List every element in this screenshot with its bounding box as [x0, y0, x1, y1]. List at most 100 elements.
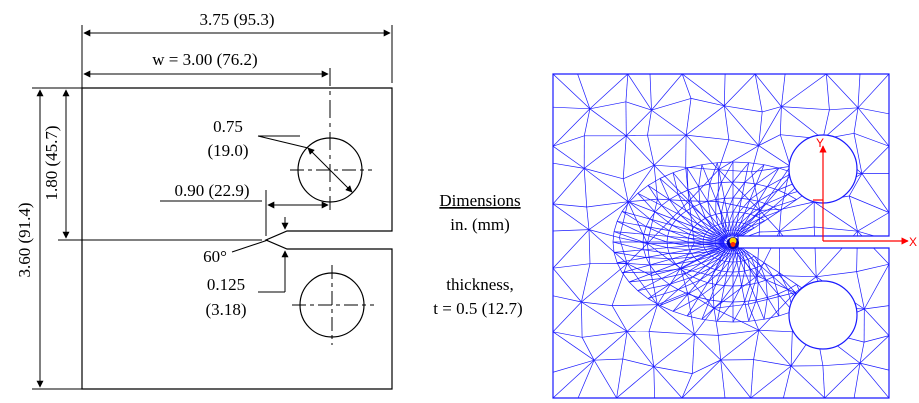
mesh-edge	[717, 301, 734, 322]
mesh-edge	[744, 162, 750, 183]
mesh-edge	[740, 212, 745, 223]
mesh-edge	[747, 259, 751, 270]
notes-block: Dimensions in. (mm) thickness, t = 0.5 (…	[433, 191, 522, 318]
mesh-edge	[758, 200, 767, 205]
mesh-edge	[781, 106, 830, 111]
mesh-edge	[651, 275, 658, 305]
mesh-edge	[726, 230, 729, 232]
mesh-edge	[721, 212, 726, 223]
mesh-edge	[720, 182, 725, 199]
mesh-edge	[787, 194, 797, 200]
hole-leader	[257, 135, 309, 149]
mesh-edge	[622, 178, 629, 202]
mesh-edge	[680, 268, 687, 274]
mesh-edge	[680, 214, 698, 225]
mesh-edge	[627, 164, 655, 202]
mesh-edge	[686, 272, 693, 278]
mesh-edge	[661, 278, 670, 285]
mesh-edge	[715, 271, 728, 285]
mesh-edge	[668, 253, 673, 259]
mesh-edge	[687, 315, 702, 320]
mesh-edge	[734, 222, 738, 231]
mesh-edge	[764, 164, 779, 169]
mesh-edge	[760, 265, 767, 281]
mesh-edge	[758, 186, 768, 202]
mesh-edge	[738, 271, 742, 286]
mesh-edge	[622, 264, 650, 273]
mesh-edge	[654, 164, 686, 168]
mesh-edge	[645, 257, 651, 266]
mesh-edge	[588, 201, 629, 230]
mesh-edge	[698, 164, 703, 187]
mesh-edge	[675, 219, 692, 231]
mesh-edge	[861, 145, 889, 174]
mesh-edge	[749, 269, 759, 283]
mesh-edge	[687, 282, 708, 295]
mesh-edge	[825, 74, 830, 110]
mesh-edge	[716, 162, 722, 183]
mesh-edge	[740, 261, 745, 272]
mesh-edge	[671, 256, 695, 260]
mesh-edge	[678, 289, 689, 295]
mesh-edge	[621, 201, 630, 212]
mesh-edge	[760, 265, 774, 278]
mesh-edge	[659, 172, 674, 179]
mesh-edge	[667, 235, 689, 239]
mesh-edge	[581, 301, 583, 338]
mesh-edge	[646, 253, 670, 258]
mesh-edge	[853, 133, 863, 174]
mesh-edge	[672, 172, 679, 195]
mesh-edge	[657, 198, 690, 202]
mesh-edge	[694, 308, 715, 335]
mesh-edge	[705, 249, 708, 253]
mesh-edge	[647, 110, 652, 136]
mesh-edge	[703, 236, 716, 240]
mesh-edge	[643, 249, 647, 258]
mesh-edge	[680, 267, 715, 309]
mesh-edge	[744, 201, 759, 214]
mesh-edge	[637, 290, 649, 299]
mesh-edge	[864, 305, 889, 310]
mesh-edge	[627, 74, 652, 111]
mesh-edge	[647, 289, 679, 299]
mesh-edge	[744, 299, 757, 302]
mesh-edge	[721, 211, 728, 214]
mesh-edge	[732, 182, 745, 199]
mesh-edge	[688, 245, 690, 250]
mesh-edge	[701, 301, 722, 320]
mesh-edge	[741, 252, 749, 260]
mesh-edge	[724, 271, 734, 286]
mesh-edge	[685, 166, 719, 171]
mesh-edge	[737, 253, 742, 262]
mesh-edge	[691, 251, 708, 254]
mesh-edge	[628, 201, 656, 213]
mesh-edge	[748, 299, 757, 322]
mesh-edge	[694, 333, 719, 336]
mesh-edge	[790, 331, 793, 367]
mesh-edge	[756, 297, 768, 301]
mesh-edge	[654, 271, 662, 279]
mesh-edge	[773, 272, 780, 278]
mesh-edge	[707, 282, 716, 285]
mesh-edge	[586, 206, 590, 230]
mesh-edge	[744, 269, 751, 272]
mesh-edge	[649, 264, 656, 273]
mesh-edge	[622, 271, 656, 273]
mesh-edge	[744, 199, 751, 214]
mesh-edge	[762, 106, 782, 113]
mesh-edge	[755, 164, 765, 185]
mesh-edge	[677, 194, 687, 212]
mesh-edge	[781, 74, 786, 107]
mesh-edge	[553, 145, 585, 169]
mesh-edge	[661, 205, 681, 216]
mesh-edge	[655, 268, 681, 273]
mesh-edge	[754, 74, 763, 112]
mesh-edge	[744, 284, 751, 302]
mesh-edge	[777, 189, 788, 195]
mesh-edge	[717, 224, 725, 232]
mesh-edge	[747, 217, 761, 226]
mesh-edge	[721, 270, 728, 273]
mesh-edge	[586, 201, 629, 208]
mesh-edge	[612, 231, 615, 243]
mesh-edge	[697, 255, 712, 261]
